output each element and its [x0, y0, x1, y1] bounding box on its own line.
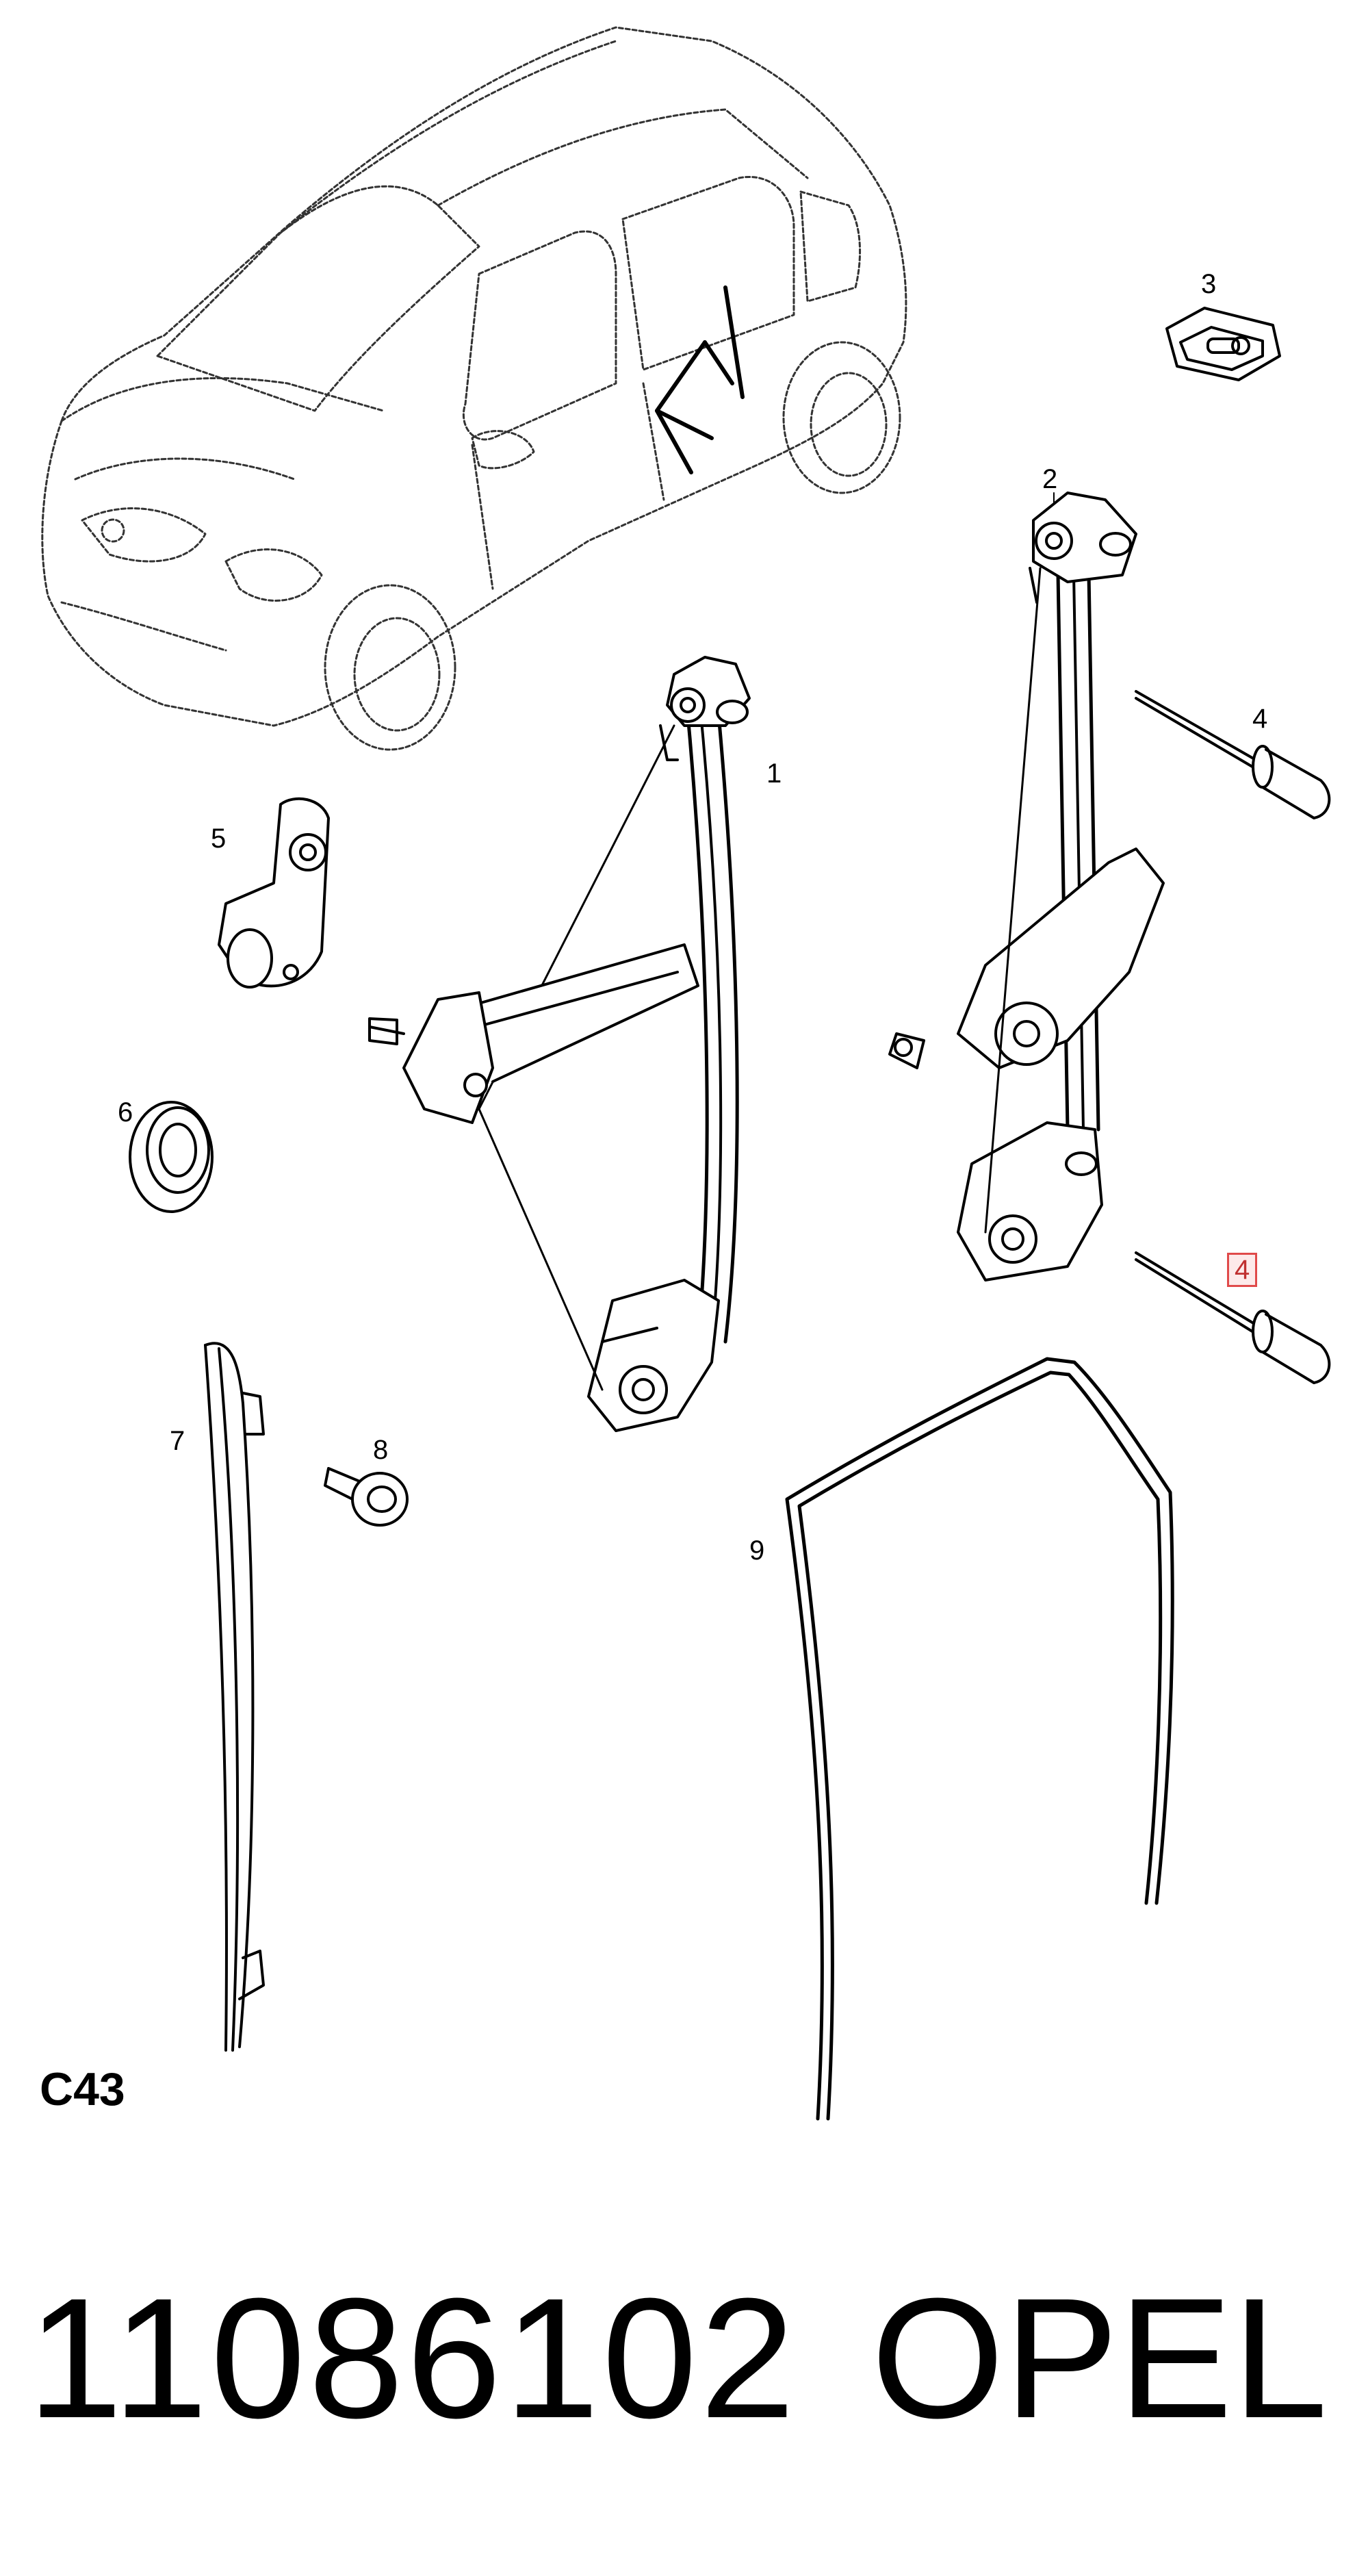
footer: 11086102 OPEL [27, 2273, 1328, 2478]
callout-3: 3 [1201, 269, 1217, 299]
part-number: 11086102 [27, 2262, 798, 2453]
brand-name: OPEL [871, 2262, 1328, 2453]
callout-6: 6 [118, 1097, 133, 1127]
part-3-clip [1165, 307, 1281, 381]
part-4-rivet-lower [1135, 1251, 1331, 1384]
section-code: C43 [40, 2063, 125, 2115]
callout-4-upper: 4 [1252, 704, 1268, 734]
regulator-in-car [655, 285, 745, 474]
part-8-bolt [324, 1467, 409, 1527]
callout-8: 8 [373, 1435, 389, 1465]
callout-7: 7 [170, 1426, 185, 1456]
part-2-window-regulator [888, 492, 1165, 1281]
part-7-glass-channel [204, 1342, 265, 2052]
part-9-window-seal [785, 1357, 1174, 2121]
part-6-grommet [129, 1101, 214, 1213]
callout-9: 9 [749, 1535, 765, 1566]
car-illustration [41, 26, 907, 751]
part-5-bracket [218, 797, 330, 989]
callout-5: 5 [211, 824, 227, 854]
part-4-rivet-upper [1135, 690, 1331, 819]
callout-4-lower-highlighted[interactable]: 4 [1227, 1253, 1258, 1287]
part-1-window-regulator [368, 656, 751, 1432]
callout-2: 2 [1042, 464, 1058, 494]
callout-1: 1 [766, 758, 782, 789]
